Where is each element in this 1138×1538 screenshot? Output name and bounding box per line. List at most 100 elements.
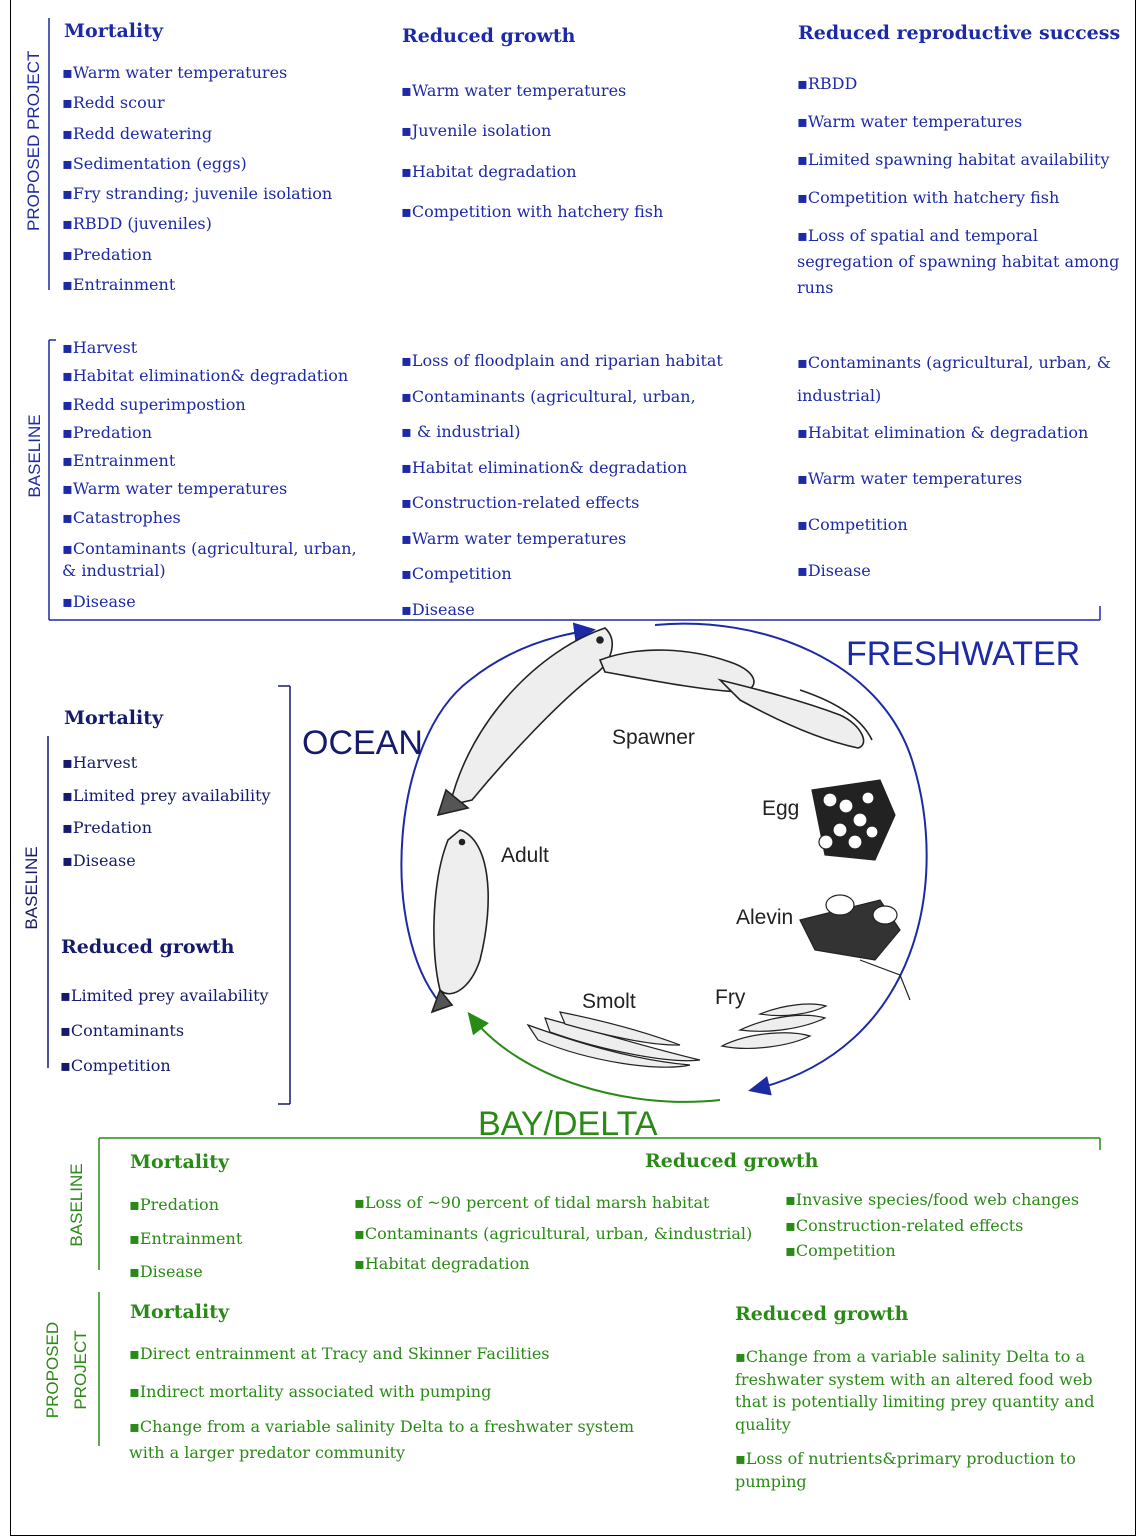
list-item: ▪Warm water temperatures	[62, 63, 288, 82]
bay-proposed-mortality-title: Mortality	[130, 1301, 230, 1323]
list-item: ▪Disease	[62, 592, 136, 612]
list-item: ▪Change from a variable salinity Delta t…	[735, 1347, 1095, 1434]
bay-baseline-label: BASELINE	[67, 1163, 86, 1247]
bay-proposed-mortality-list: ▪Direct entrainment at Tracy and Skinner…	[129, 1344, 669, 1466]
list-item: ▪Fry stranding; juvenile isolation	[62, 184, 333, 204]
smolt-icon	[526, 1011, 701, 1068]
list-item: ▪Limited prey availability	[62, 785, 271, 805]
bay-proposed-growth-list: ▪Change from a variable salinity Delta t…	[735, 1346, 1120, 1493]
stage-spawner: Spawner	[612, 726, 695, 749]
stage-adult: Adult	[501, 844, 549, 867]
list-item: ▪Competition	[785, 1241, 896, 1260]
list-item: ▪Contaminants (agricultural, urban, &ind…	[354, 1223, 753, 1243]
stage-alevin: Alevin	[736, 906, 793, 929]
list-item: ▪Contaminants	[60, 1021, 185, 1040]
list-item: ▪Competition with hatchery fish	[401, 201, 664, 221]
list-item: ▪Harvest	[62, 753, 138, 772]
ocean-growth-list: ▪Limited prey availability ▪Contaminants…	[60, 978, 269, 1083]
bay-baseline-mortality-list: ▪Predation ▪Entrainment ▪Disease	[129, 1188, 242, 1289]
fry-icon	[720, 1003, 828, 1049]
list-item: ▪Predation	[62, 244, 152, 264]
fw-baseline-col2: ▪Loss of floodplain and riparian habitat…	[401, 343, 723, 627]
adult-fish-icon	[430, 829, 489, 1014]
list-item: ▪Warm water temperatures	[401, 528, 627, 548]
fw-baseline-col3: ▪Contaminants (agricultural, urban, & in…	[797, 346, 1127, 580]
bay-baseline-growth-col2: ▪Invasive species/food web changes ▪Cons…	[785, 1187, 1079, 1264]
list-item: ▪Construction-related effects	[785, 1215, 1024, 1235]
bay-delta-label: BAY/DELTA	[478, 1105, 658, 1143]
list-item: ▪Entrainment	[62, 451, 176, 471]
list-item: ▪Habitat degradation	[354, 1254, 530, 1273]
list-item: ▪Harvest	[62, 338, 138, 357]
list-item: ▪Entrainment	[62, 275, 176, 295]
list-item: ▪RBDD	[797, 74, 858, 93]
list-item: ▪Disease	[62, 851, 136, 871]
alevin-icon	[799, 894, 911, 1001]
list-item: ▪Loss of ~90 percent of tidal marsh habi…	[354, 1193, 710, 1212]
bay-proposed-label-2: PROJECT	[71, 1330, 90, 1410]
list-item: ▪Habitat elimination& degradation	[401, 457, 688, 477]
freshwater-arrow	[654, 622, 928, 1096]
list-item: ▪Sedimentation (eggs)	[62, 153, 247, 173]
stage-smolt: Smolt	[582, 990, 636, 1013]
list-item: ▪Predation	[129, 1195, 219, 1214]
fw-proposed-mortality-list: ▪Warm water temperatures ▪Redd scour ▪Re…	[62, 58, 332, 300]
list-item: ▪RBDD (juveniles)	[62, 214, 212, 234]
list-item: ▪Disease	[401, 599, 475, 619]
list-item: ▪Competition	[401, 564, 512, 583]
list-item: ▪Predation	[62, 818, 152, 838]
list-item: ▪Contaminants (agricultural, urban, & in…	[62, 539, 357, 581]
list-item: ▪Warm water temperatures	[797, 469, 1023, 488]
list-item: ▪Loss of nutrients&primary production to…	[735, 1449, 1076, 1491]
list-item: ▪Habitat degradation	[401, 161, 577, 181]
bay-proposed-growth-title: Reduced growth	[735, 1303, 909, 1325]
ocean-growth-title: Reduced growth	[61, 936, 235, 958]
bay-baseline-mortality-title: Mortality	[130, 1151, 230, 1173]
fw-proposed-mortality-title: Mortality	[64, 20, 164, 42]
spawner-fish-icon	[436, 627, 873, 817]
list-item: ▪Juvenile isolation	[401, 121, 552, 141]
list-item: ▪Predation	[62, 422, 152, 442]
bay-proposed-label-1: PROPOSED	[43, 1321, 62, 1419]
list-item: ▪Construction-related effects	[401, 493, 640, 512]
stage-fry: Fry	[715, 986, 746, 1009]
list-item: ▪Redd scour	[62, 93, 165, 113]
bay-baseline-growth-col1: ▪Loss of ~90 percent of tidal marsh habi…	[354, 1188, 752, 1280]
list-item: ▪Contaminants (agricultural, urban, & in…	[797, 353, 1111, 405]
list-item: ▪Limited spawning habitat availability	[797, 150, 1110, 169]
list-item: ▪Competition	[60, 1056, 171, 1075]
list-item: ▪Redd dewatering	[62, 123, 213, 143]
list-item: ▪Change from a variable salinity Delta t…	[129, 1417, 635, 1462]
egg-icon	[811, 779, 896, 861]
ocean-label: OCEAN	[302, 724, 423, 762]
ocean-mortality-title: Mortality	[64, 707, 164, 729]
list-item: ▪Indirect mortality associated with pump…	[129, 1382, 492, 1401]
list-item: ▪Disease	[129, 1262, 203, 1281]
list-item: ▪Warm water temperatures	[62, 479, 288, 499]
list-item: ▪Competition with hatchery fish	[797, 188, 1060, 207]
ocean-arrow	[400, 622, 596, 1004]
list-item: ▪Warm water temperatures	[401, 81, 627, 100]
fw-baseline-col1: ▪Harvest ▪Habitat elimination& degradati…	[62, 334, 372, 616]
fw-proposed-repro-list: ▪RBDD ▪Warm water temperatures ▪Limited …	[797, 65, 1133, 301]
list-item: ▪Habitat elimination& degradation	[62, 366, 349, 386]
ocean-mortality-list: ▪Harvest ▪Limited prey availability ▪Pre…	[62, 747, 271, 878]
list-item: ▪Loss of spatial and temporal segregatio…	[797, 226, 1120, 297]
fw-proposed-repro-title: Reduced reproductive success	[798, 22, 1121, 44]
list-item: ▪Redd superimpostion	[62, 394, 246, 414]
fw-proposed-growth-list: ▪Warm water temperatures ▪Juvenile isola…	[401, 71, 663, 232]
list-item: ▪Loss of floodplain and riparian habitat	[401, 351, 723, 370]
list-item: ▪Invasive species/food web changes	[785, 1190, 1080, 1209]
fw-proposed-growth-title: Reduced growth	[402, 25, 576, 47]
figure-frame	[10, 0, 1136, 1536]
bay-baseline-growth-title: Reduced growth	[645, 1150, 819, 1172]
list-item: ▪Limited prey availability	[60, 986, 269, 1005]
bay-delta-arrow	[467, 1011, 721, 1103]
freshwater-label: FRESHWATER	[846, 635, 1080, 673]
list-item: ▪Entrainment	[129, 1228, 243, 1248]
list-item: ▪Direct entrainment at Tracy and Skinner…	[129, 1344, 550, 1363]
list-item: ▪Catastrophes	[62, 507, 181, 527]
list-item: ▪Competition	[797, 515, 908, 534]
